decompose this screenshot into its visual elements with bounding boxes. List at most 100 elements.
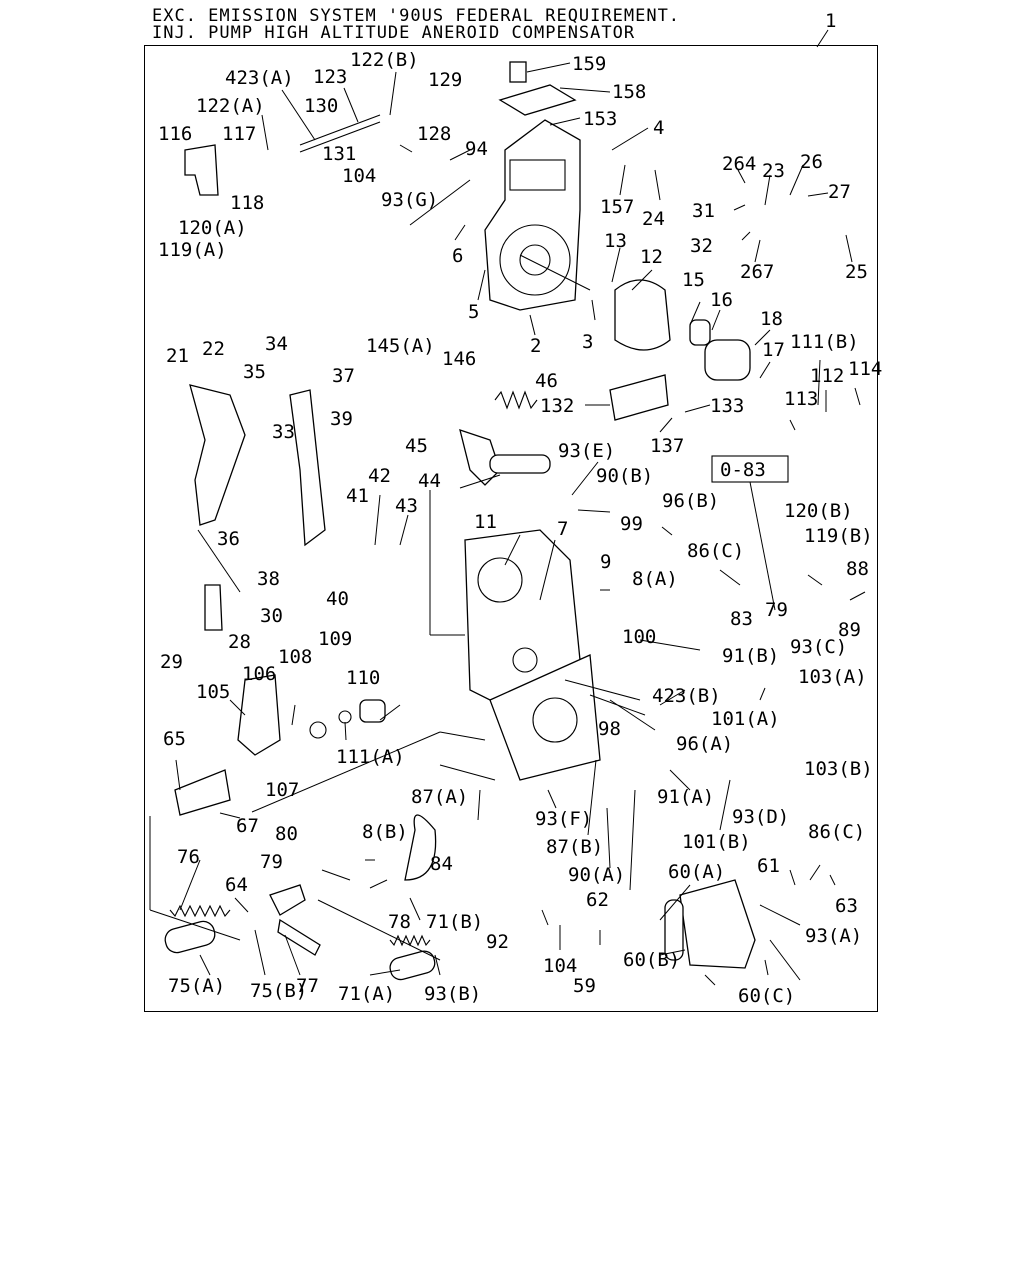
callout: 13 — [604, 230, 627, 252]
callout: 35 — [243, 361, 266, 383]
shaft-45 — [459, 429, 551, 489]
callout: 157 — [600, 196, 634, 218]
lever-arm-top — [184, 114, 381, 196]
callout: 87(A) — [411, 786, 468, 808]
callout: 37 — [332, 365, 355, 387]
callout: 111(A) — [336, 746, 405, 768]
callout: 123 — [313, 66, 347, 88]
callout: 159 — [572, 53, 606, 75]
callout: 17 — [762, 339, 785, 361]
callout: 46 — [535, 370, 558, 392]
callout: 63 — [835, 895, 858, 917]
callout: 120(B) — [784, 500, 853, 522]
pump-housing-top — [484, 119, 581, 311]
callout: 78 — [388, 911, 411, 933]
cover-59 — [664, 879, 756, 969]
callout: 132 — [540, 395, 574, 417]
callout: 7 — [557, 518, 568, 540]
callout: 71(B) — [426, 911, 483, 933]
callout: 11 — [474, 511, 497, 533]
callout: 33 — [272, 421, 295, 443]
header-line-2: INJ. PUMP HIGH ALTITUDE ANEROID COMPENSA… — [152, 23, 636, 43]
callout: 27 — [828, 181, 851, 203]
callout: 137 — [650, 435, 684, 457]
callout: 130 — [304, 95, 338, 117]
callout: 80 — [275, 823, 298, 845]
callout: 104 — [342, 165, 376, 187]
callout: 101(A) — [711, 708, 780, 730]
callout: 122(A) — [196, 95, 265, 117]
callout: 83 — [730, 608, 753, 630]
callout: 423(B) — [652, 685, 721, 707]
callout: 3 — [582, 331, 593, 353]
callout: 8(B) — [362, 821, 408, 843]
callout: 108 — [278, 646, 312, 668]
springs-71 — [164, 904, 436, 981]
callout: 23 — [762, 160, 785, 182]
callout: 90(A) — [568, 864, 625, 886]
callout: 30 — [260, 605, 283, 627]
callout: 93(C) — [790, 636, 847, 658]
callout: 90(B) — [596, 465, 653, 487]
callout: 24 — [642, 208, 665, 230]
callout: 6 — [452, 245, 463, 267]
callout: 133 — [710, 395, 744, 417]
bracket-65 — [174, 769, 231, 816]
cam-12 — [404, 814, 437, 881]
reference-box-label: 0-83 — [720, 459, 766, 481]
callout: 106 — [242, 663, 276, 685]
callout: 93(G) — [381, 189, 438, 211]
callout: 96(B) — [662, 490, 719, 512]
callout: 113 — [784, 388, 818, 410]
callout: 96(A) — [676, 733, 733, 755]
callout: 32 — [690, 235, 713, 257]
callout: 91(B) — [722, 645, 779, 667]
callout: 79 — [260, 851, 283, 873]
callout: 22 — [202, 338, 225, 360]
spring-46 — [494, 390, 538, 410]
callout: 2 — [530, 335, 541, 357]
callout: 65 — [163, 728, 186, 750]
callout: 103(B) — [804, 758, 873, 780]
callout: 31 — [692, 200, 715, 222]
callout: 114 — [848, 358, 882, 380]
lever-assembly-left — [189, 384, 326, 631]
callout: 423(A) — [225, 67, 294, 89]
callout: 107 — [265, 779, 299, 801]
callout: 26 — [800, 151, 823, 173]
callout: 119(B) — [804, 525, 873, 547]
callout: 153 — [583, 108, 617, 130]
callout: 94 — [465, 138, 488, 160]
callout: 71(A) — [338, 983, 395, 1005]
aneroid-body — [614, 279, 751, 381]
callout: 16 — [710, 289, 733, 311]
callout: 42 — [368, 465, 391, 487]
callout: 43 — [395, 495, 418, 517]
bracket-105 — [237, 674, 281, 756]
callout: 60(C) — [738, 985, 795, 1007]
callout: 109 — [318, 628, 352, 650]
callout: 267 — [740, 261, 774, 283]
callout: 15 — [682, 269, 705, 291]
callout: 12 — [640, 246, 663, 268]
callout-labels: 159 158 153 4 264 23 26 27 129 122(B) 12… — [158, 49, 882, 1007]
header-line-1: EXC. EMISSION SYSTEM '90US FEDERAL REQUI… — [152, 6, 681, 26]
bracket-132 — [609, 374, 669, 421]
callout: 25 — [845, 261, 868, 283]
callout: 93(D) — [732, 806, 789, 828]
callout: 118 — [230, 192, 264, 214]
lever-64 — [269, 884, 321, 956]
leader-lines — [149, 62, 866, 986]
callout: 86(C) — [808, 821, 865, 843]
callout: 117 — [222, 123, 256, 145]
reference-box-frame — [711, 455, 789, 483]
callout: 92 — [486, 931, 509, 953]
callout: 5 — [468, 301, 479, 323]
callout: 60(B) — [623, 949, 680, 971]
callout: 93(B) — [424, 983, 481, 1005]
callout: 98 — [598, 718, 621, 740]
callout: 89 — [838, 619, 861, 641]
callout: 99 — [620, 513, 643, 535]
callout: 86(C) — [687, 540, 744, 562]
